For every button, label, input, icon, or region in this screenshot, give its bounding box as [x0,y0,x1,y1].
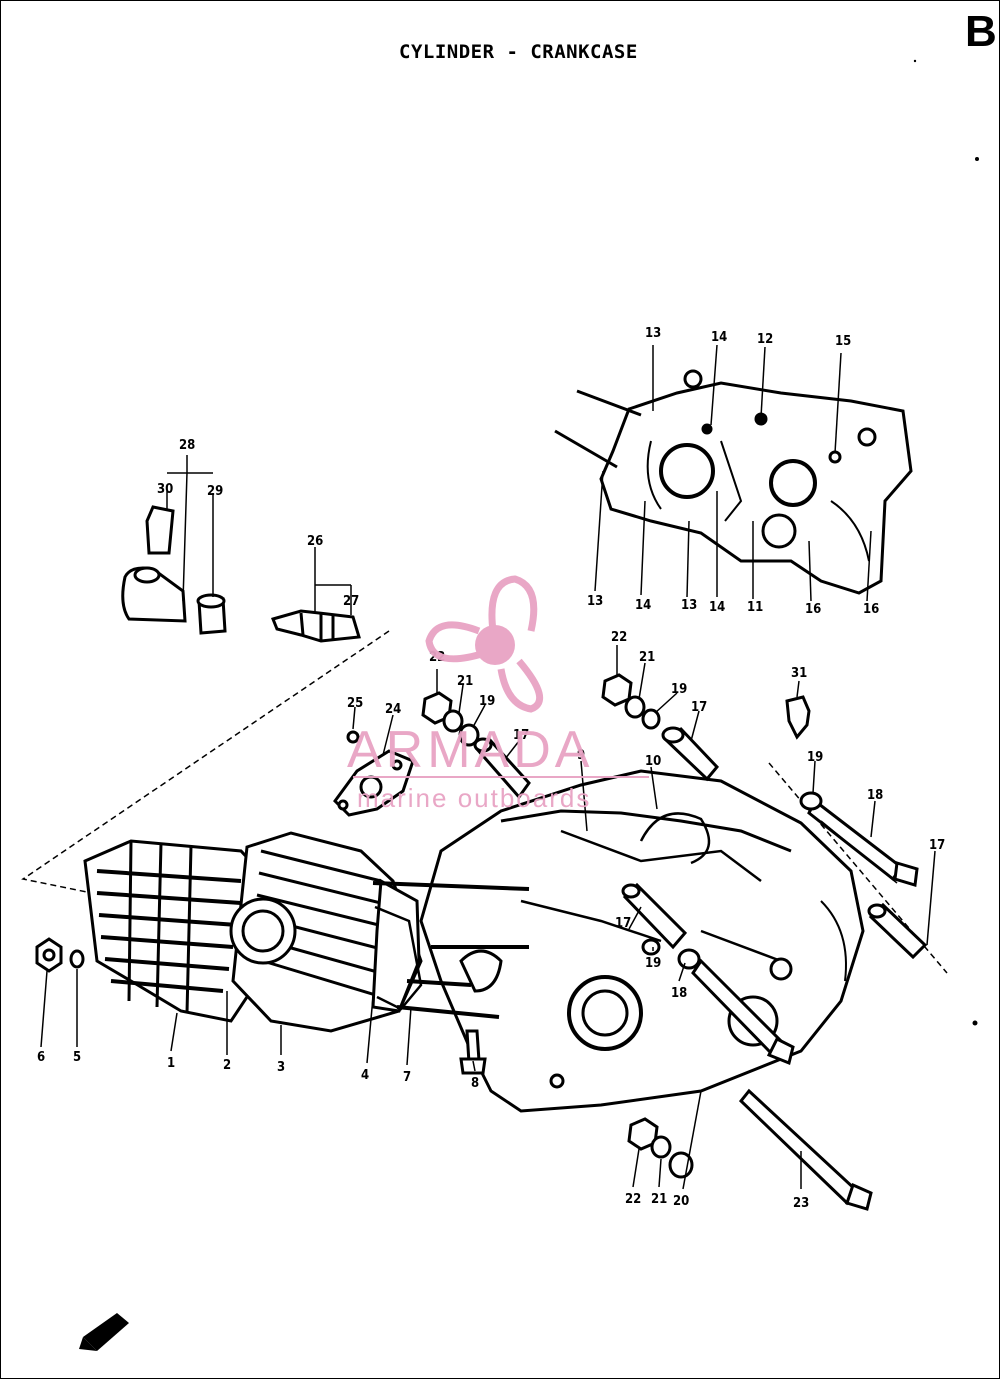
callout-5: 5 [73,1050,81,1065]
callout-25: 25 [347,696,363,711]
callout-14a: 14 [711,330,727,345]
callout-11: 11 [747,600,763,615]
callout-21a: 21 [457,674,473,689]
watermark-name: ARMADA [347,721,593,779]
callout-13b: 13 [587,594,603,609]
dashed-guide-lines [21,630,948,974]
callout-17d: 17 [929,838,945,853]
callout-6: 6 [37,1050,45,1065]
front-direction-arrow-icon [79,1313,129,1351]
callout-19b: 19 [671,682,687,697]
callout-19a: 19 [479,694,495,709]
crankcase-bolts [691,798,919,1211]
callout-24: 24 [385,702,401,717]
callout-29: 29 [207,484,223,499]
callout-22c: 22 [625,1192,641,1207]
callout-19c: 19 [807,750,823,765]
callout-7: 7 [403,1070,411,1085]
callout-17a: 17 [513,728,529,743]
callout-27: 27 [343,594,359,609]
callout-4: 4 [361,1068,369,1083]
nuts-and-washers [35,673,823,1179]
main-leader-lines [40,645,936,1190]
cylinder-gasket [374,905,423,1011]
page-section-letter: B [965,7,997,56]
callout-26: 26 [307,534,323,549]
callout-3: 3 [277,1060,285,1075]
intake-plate [333,749,415,817]
callout-numbers: 1 2 3 4 5 6 7 8 9 10 11 12 13 13 14 14 1… [37,326,945,1211]
callout-19d: 19 [645,956,661,971]
callout-10: 10 [645,754,661,769]
callout-22b: 22 [611,630,627,645]
callout-15: 15 [835,334,851,349]
cylinder-studs [372,881,530,1019]
callout-13c: 13 [681,598,697,613]
cylinder-left-and-right [229,831,423,1033]
page-title: CYLINDER - CRANKCASE [399,41,638,63]
watermark-tagline: marine outboards [357,783,591,813]
callout-23: 23 [793,1196,809,1211]
callout-28: 28 [179,438,195,453]
callout-18b: 18 [671,986,687,1001]
callout-30: 30 [157,482,173,497]
spark-plug-leaders [166,455,352,615]
scan-specks [913,59,979,1026]
left-crankcase-half [419,769,865,1113]
callout-21c: 21 [651,1192,667,1207]
right-crankcase-half [554,369,913,595]
cylinder-head-left [83,839,271,1023]
callout-12: 12 [757,332,773,347]
callout-17b: 17 [691,700,707,715]
callout-2: 2 [223,1058,231,1073]
callout-14c: 14 [709,600,725,615]
callout-18a: 18 [867,788,883,803]
callout-16a: 16 [805,602,821,617]
callout-31: 31 [791,666,807,681]
spark-plug-cap-assembly [121,505,227,635]
callout-14b: 14 [635,598,651,613]
callout-21b: 21 [639,650,655,665]
callout-16b: 16 [863,602,879,617]
callout-8: 8 [471,1076,479,1091]
callout-13a: 13 [645,326,661,341]
callout-20: 20 [673,1194,689,1209]
propeller-hub-icon [475,625,515,665]
callout-1: 1 [167,1056,175,1071]
callout-17c: 17 [615,916,631,931]
propeller-logo-icon [425,575,543,713]
callout-9: 9 [577,748,585,763]
bolt-8 [459,1029,487,1075]
spark-plug [270,609,361,643]
watermark-logo: ARMADA marine outboards [347,575,649,813]
right-crankcase-leaders [594,344,872,602]
dowel-pins [473,726,928,960]
